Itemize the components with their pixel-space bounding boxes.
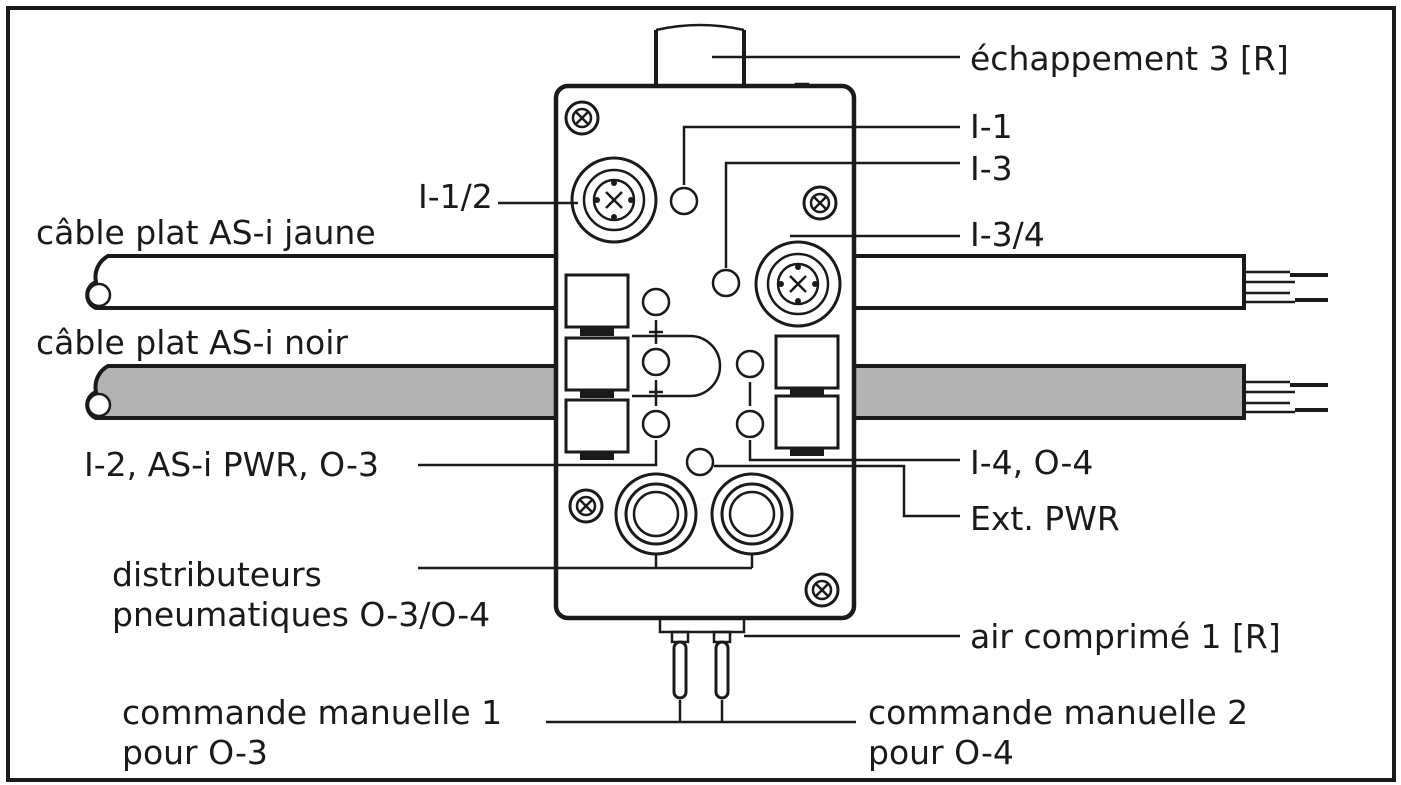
yellow-flat-cable — [85, 254, 1328, 310]
label-cable-black: câble plat AS-i noir — [36, 323, 348, 362]
led-indicator-icon — [641, 287, 671, 317]
led-indicator-icon — [641, 347, 671, 377]
led-group-marks — [632, 320, 752, 406]
label-i1: I-1 — [970, 107, 1013, 146]
black-flat-cable — [85, 364, 1328, 420]
label-compressed-air: air comprimé 1 [R] — [970, 617, 1281, 656]
leader-lines — [418, 55, 960, 724]
led-indicator-icon — [711, 268, 741, 298]
label-manual1-line2: pour O-3 — [122, 733, 268, 772]
screw-icon — [802, 185, 838, 221]
led-indicator-icon — [735, 409, 765, 439]
label-manual1-line1: commande manuelle 1 — [122, 693, 502, 732]
pneumatic-valve-o4 — [710, 472, 794, 556]
manual-override-pins — [658, 618, 746, 700]
label-ext-pwr: Ext. PWR — [970, 499, 1120, 538]
screw-icon — [564, 100, 600, 136]
label-i12: I-1/2 — [418, 177, 493, 216]
led-indicator-icon — [641, 409, 671, 439]
m12-connector-icon — [754, 240, 842, 328]
outer-frame — [6, 6, 1396, 782]
pneumatic-valve-o3 — [614, 472, 698, 556]
screw-icon — [568, 488, 604, 524]
terminal-boxes-left — [564, 273, 630, 460]
led-indicator-icon — [735, 349, 765, 379]
label-i3: I-3 — [970, 149, 1013, 188]
label-manual2-line1: commande manuelle 2 — [868, 693, 1248, 732]
label-i2-pwr-o3: I-2, AS-i PWR, O-3 — [84, 445, 379, 484]
m12-connector-icon — [570, 156, 658, 244]
label-i34: I-3/4 — [970, 215, 1045, 254]
label-exhaust: échappement 3 [R] — [970, 39, 1289, 78]
led-indicator-icon — [685, 447, 715, 477]
label-i4-o4: I-4, O-4 — [970, 443, 1093, 482]
screw-icon — [804, 572, 840, 608]
terminal-boxes-right — [774, 334, 840, 456]
label-valves-line2: pneumatiques O-3/O-4 — [112, 595, 490, 634]
led-indicator-icon — [669, 186, 699, 216]
label-cable-yellow: câble plat AS-i jaune — [36, 213, 376, 252]
label-valves-line1: distributeurs — [112, 555, 322, 594]
label-manual2-line2: pour O-4 — [868, 733, 1014, 772]
